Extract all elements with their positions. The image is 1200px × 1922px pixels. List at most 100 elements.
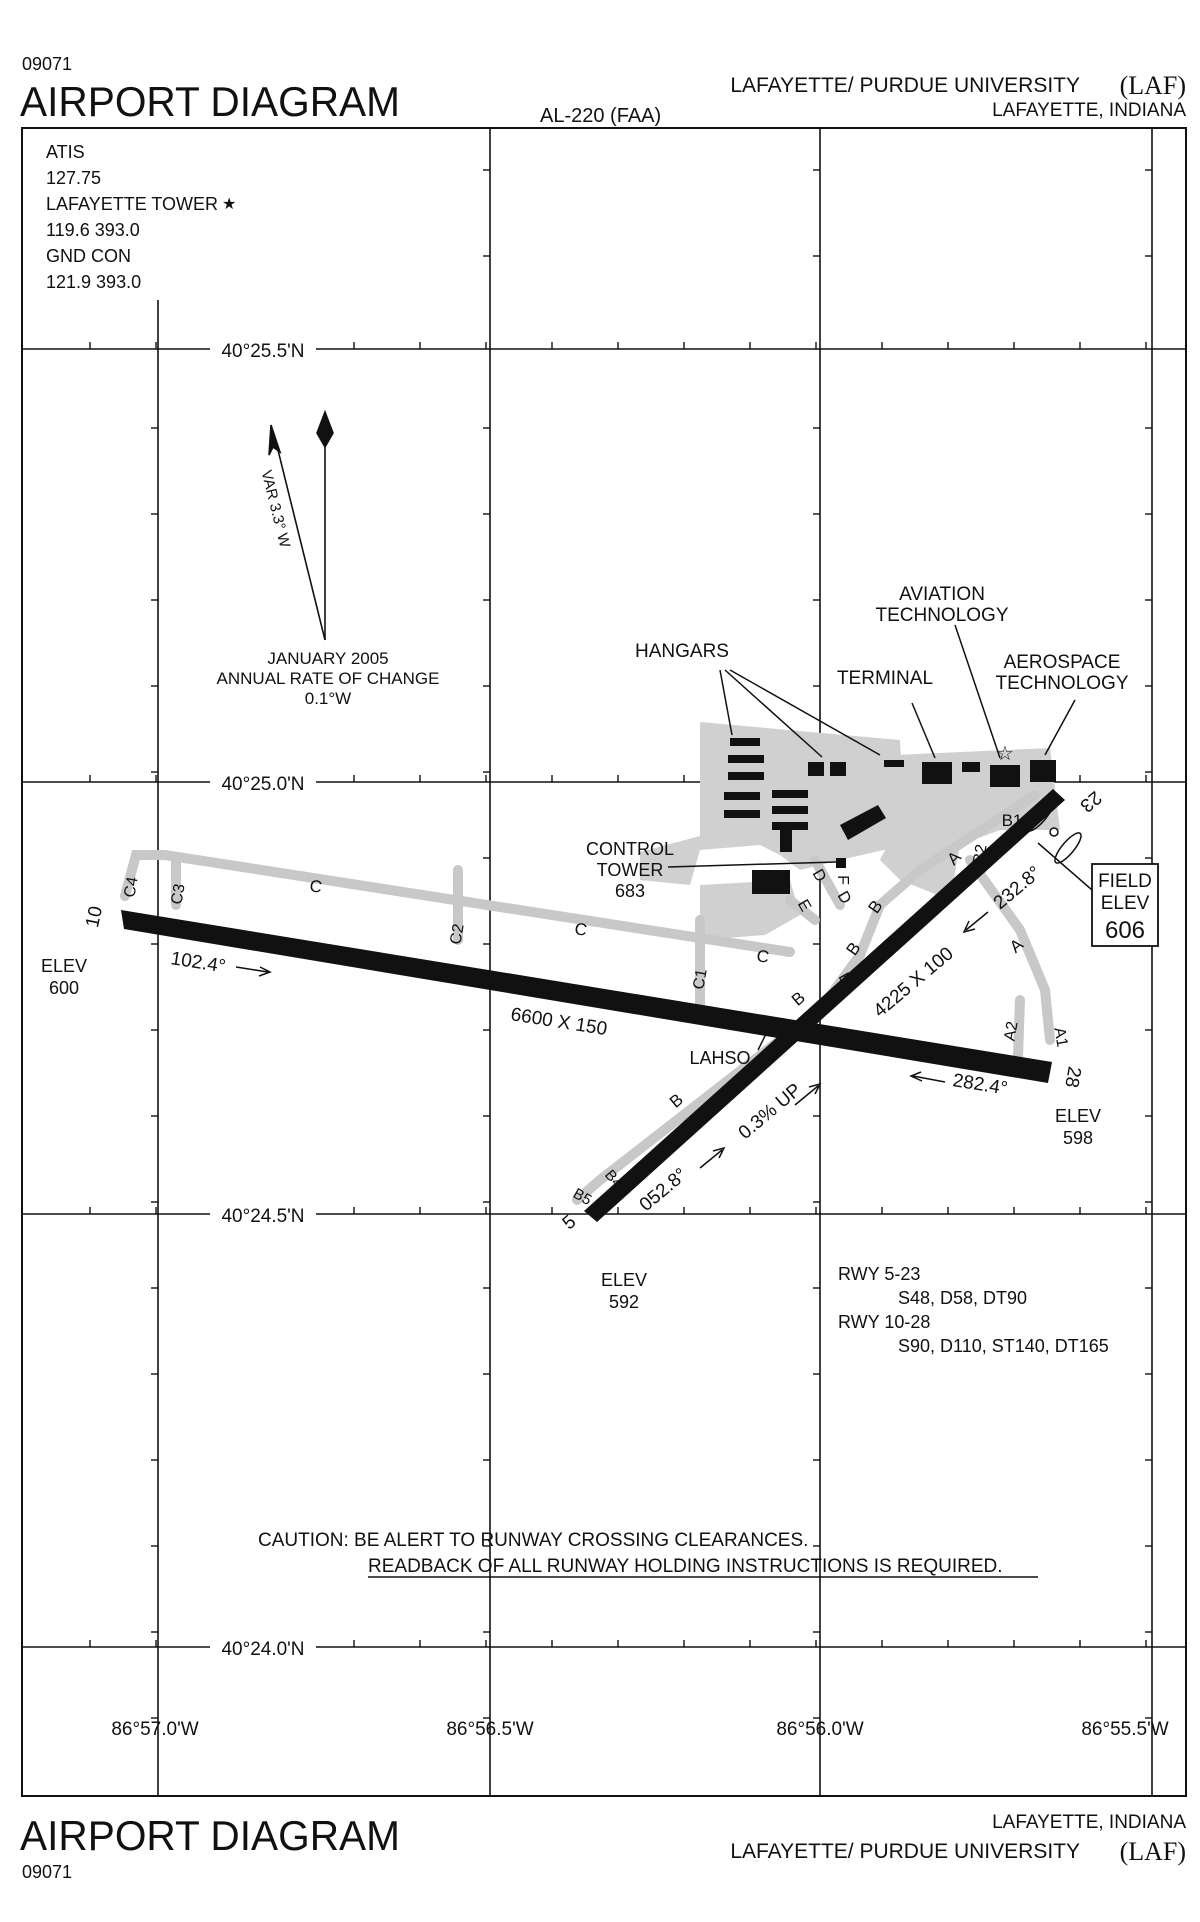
runway-end-28: 28: [1060, 1065, 1084, 1089]
slope-arrow-icon: [794, 1082, 822, 1106]
procedure-id: AL-220 (FAA): [540, 105, 661, 127]
taxiway-e: [785, 895, 820, 925]
graticule-ticks: [89, 169, 1152, 1719]
hangar-11: [830, 762, 846, 776]
runway-5-23: [584, 789, 1065, 1222]
heading-052-arrow-icon: [699, 1146, 726, 1169]
control-tower-label-2: TOWER: [597, 860, 664, 880]
heading-102-arrow-icon: [235, 966, 272, 977]
atis-label: ATIS: [46, 142, 85, 162]
rwy-5-23-strength-values: S48, D58, DT90: [898, 1288, 1027, 1308]
tower-frequency: 119.6 393.0: [46, 220, 140, 240]
leader-aerospace-tech: [1044, 699, 1076, 756]
taxiway-label-c3: C3: [168, 883, 188, 906]
hangar-2: [728, 755, 764, 763]
lat-label-2: 40°25.0'N: [221, 774, 304, 795]
header-airport-code: (LAF): [1120, 71, 1186, 100]
hangar-3: [728, 772, 764, 780]
control-tower-elevation: 683: [615, 881, 645, 901]
mag-north-line: [274, 437, 326, 641]
aviation-technology-building: [990, 765, 1020, 787]
leader-hangars-2: [724, 669, 823, 758]
aviation-tech-label-2: TECHNOLOGY: [875, 605, 1008, 626]
header-chart-number: 09071: [22, 54, 72, 74]
true-north-arrow-icon: [316, 409, 334, 449]
leader-aviation-tech: [954, 624, 1001, 759]
lon-label-4: 86°55.5'W: [1081, 1719, 1168, 1740]
aviation-tech-star-icon: ☆: [996, 743, 1014, 765]
header-title: AIRPORT DIAGRAM: [20, 78, 400, 125]
elev-value-10: 600: [49, 978, 79, 998]
taxiway-b3: [815, 790, 1040, 1015]
hangar-1: [730, 738, 760, 746]
leader-field-elev: [1037, 842, 1093, 891]
taxiway-a: [965, 855, 1055, 1045]
windsock-icon: [1026, 800, 1082, 864]
header-airport-name: LAFAYETTE/ PURDUE UNIVERSITY: [730, 74, 1080, 97]
lat-label-3: 40°24.5'N: [221, 1206, 304, 1227]
lower-hangar: [752, 870, 790, 894]
taxiway-label-c-3: C: [755, 946, 770, 967]
hangar-4: [724, 792, 760, 800]
lahso-hold-line: [759, 1019, 783, 1041]
runways: [121, 789, 1065, 1222]
leader-lines: [667, 624, 1093, 1051]
taxiway-label-c2: C2: [447, 923, 467, 946]
control-tower-label-1: CONTROL: [586, 839, 674, 859]
rwy-10-28-strength-values: S90, D110, ST140, DT165: [898, 1336, 1109, 1356]
lon-label-2: 86°56.5'W: [446, 1719, 533, 1740]
taxiway-a2: [1013, 995, 1025, 1062]
heading-232-arrow-icon: [962, 911, 989, 934]
taxiway-label-c-2: C: [573, 919, 588, 940]
field-elev-value: 606: [1105, 917, 1145, 944]
terminal-annex: [962, 762, 980, 772]
hangar-5: [724, 810, 760, 818]
aviation-tech-label-1: AVIATION: [899, 584, 985, 605]
leader-control-tower: [667, 861, 837, 868]
field-elev-line1: FIELD: [1098, 871, 1152, 892]
footer-airport-code: (LAF): [1120, 1837, 1186, 1866]
runway-10-28: [121, 910, 1052, 1083]
gnd-label: GND CON: [46, 246, 131, 266]
terminal-building: [922, 762, 952, 784]
hangar-7: [772, 806, 808, 814]
lat-label-1: 40°25.5'N: [221, 341, 304, 362]
caution-line-1: CAUTION: BE ALERT TO RUNWAY CROSSING CLE…: [258, 1530, 808, 1551]
mag-north-arrow-icon: [268, 424, 282, 456]
lat-label-4: 40°24.0'N: [221, 1639, 304, 1660]
magvar-rate-value: 0.1°W: [305, 689, 351, 708]
caution-line-2: READBACK OF ALL RUNWAY HOLDING INSTRUCTI…: [368, 1556, 1003, 1577]
taxiway-label-b5: B5: [570, 1185, 594, 1209]
field-elev-line2: ELEV: [1101, 893, 1150, 914]
hangar-12: [884, 760, 904, 767]
buildings: [724, 738, 1056, 894]
elev-label-5: ELEV: [601, 1270, 647, 1290]
taxiway-label-b1: B1: [1002, 811, 1023, 830]
lon-label-1: 86°57.0'W: [111, 1719, 198, 1740]
chart-frame: [21, 127, 1187, 1797]
lahso-label: LAHSO: [689, 1048, 750, 1068]
leader-terminal: [911, 702, 936, 759]
hangar-10: [808, 762, 824, 776]
tower-star-icon: ★: [222, 196, 236, 213]
taxiway-label-b2: B2: [970, 843, 990, 865]
heading-282-arrow-icon: [909, 1071, 946, 1083]
taxiway-label-c4: C4: [121, 876, 141, 899]
footer-location: LAFAYETTE, INDIANA: [992, 1812, 1186, 1833]
elev-value-5: 592: [609, 1292, 639, 1312]
taxiway-d: [810, 855, 845, 910]
magvar-arrows: [268, 409, 334, 641]
magvar-rate-label: ANNUAL RATE OF CHANGE: [217, 669, 440, 688]
taxiway-label-a1: A1: [1050, 1026, 1070, 1048]
lon-label-3: 86°56.0'W: [776, 1719, 863, 1740]
hangars-label: HANGARS: [635, 641, 729, 662]
gnd-frequency: 121.9 393.0: [46, 272, 141, 292]
large-hangar: [840, 805, 886, 840]
rwy-5-23-strength-label: RWY 5-23: [838, 1264, 920, 1284]
hangar-9: [780, 830, 792, 852]
freq-box-bg: [40, 138, 210, 298]
atis-frequency: 127.75: [46, 168, 101, 188]
taxiway-label-f: F: [834, 875, 851, 885]
elev-label-28: ELEV: [1055, 1106, 1101, 1126]
